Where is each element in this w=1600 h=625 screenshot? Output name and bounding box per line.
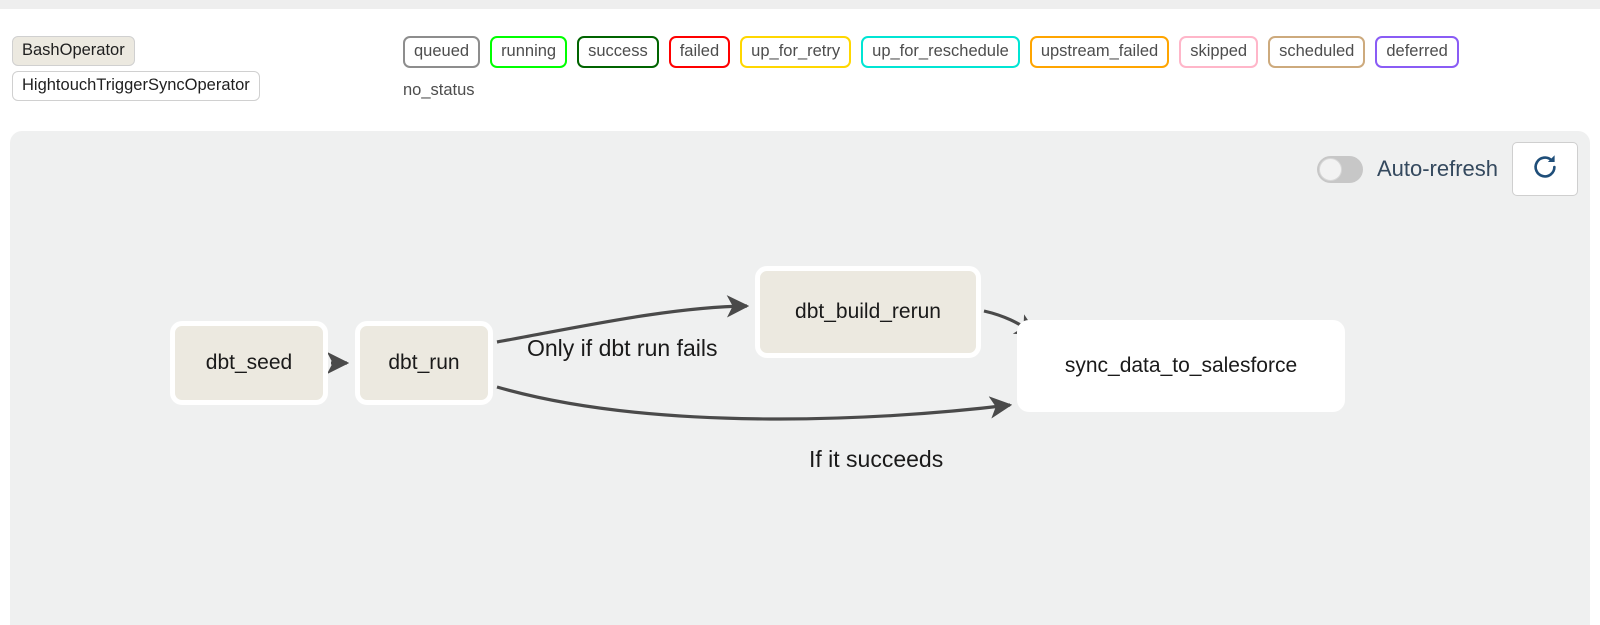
status-badge-queued: queued: [403, 36, 481, 68]
graph-node-label: dbt_build_rerun: [795, 300, 941, 323]
auto-refresh-toggle[interactable]: [1316, 155, 1363, 183]
graph-node-label: sync_data_to_salesforce: [1064, 354, 1298, 377]
edge-label-only-if-dbt-run-fails: Only if dbt run fails: [527, 335, 718, 361]
operator-badge-hightouchtriggersyncoperator: HightouchTriggerSyncOperator: [12, 71, 260, 101]
status-badge-success: success: [577, 36, 659, 68]
graph-node-dbt-seed[interactable]: dbt_seed: [170, 321, 328, 405]
edge-dbt-run-to-sync-data-to-salesforce: [496, 385, 1013, 421]
legend-area: BashOperator HightouchTriggerSyncOperato…: [0, 9, 1600, 126]
status-badge-up-for-reschedule: up_for_reschedule: [861, 36, 1020, 68]
status-legend-no-status-label: no_status: [403, 81, 475, 99]
status-badge-scheduled: scheduled: [1268, 36, 1366, 68]
auto-refresh-label: Auto-refresh: [1376, 156, 1498, 181]
status-badge-skipped: skipped: [1179, 36, 1259, 68]
operator-badge-bashoperator: BashOperator: [12, 36, 135, 66]
status-legend: queued running success failed up_for_ret…: [403, 36, 1459, 68]
auto-refresh-toggle-knob: [1318, 157, 1342, 181]
refresh-icon: [1530, 152, 1560, 187]
refresh-controls: Auto-refresh: [1316, 142, 1578, 196]
status-badge-up-for-retry: up_for_retry: [740, 36, 852, 68]
operator-legend: BashOperator HightouchTriggerSyncOperato…: [12, 36, 260, 101]
graph-node-dbt-build-rerun[interactable]: dbt_build_rerun: [755, 266, 981, 358]
graph-node-label: dbt_seed: [205, 351, 293, 374]
edge-label-if-it-succeeds: If it succeeds: [809, 446, 944, 472]
status-badge-running: running: [490, 36, 568, 68]
status-badge-deferred: deferred: [1375, 36, 1459, 68]
graph-canvas[interactable]: Auto-refresh: [10, 131, 1590, 625]
graph-node-sync-data-to-salesforce[interactable]: sync_data_to_salesforce: [1017, 320, 1345, 412]
top-strip: [0, 0, 1600, 9]
refresh-button[interactable]: [1512, 142, 1578, 196]
graph-node-label: dbt_run: [388, 351, 460, 374]
status-badge-upstream-failed: upstream_failed: [1029, 36, 1170, 68]
graph-node-dbt-run[interactable]: dbt_run: [355, 321, 493, 405]
status-badge-failed: failed: [668, 36, 731, 68]
